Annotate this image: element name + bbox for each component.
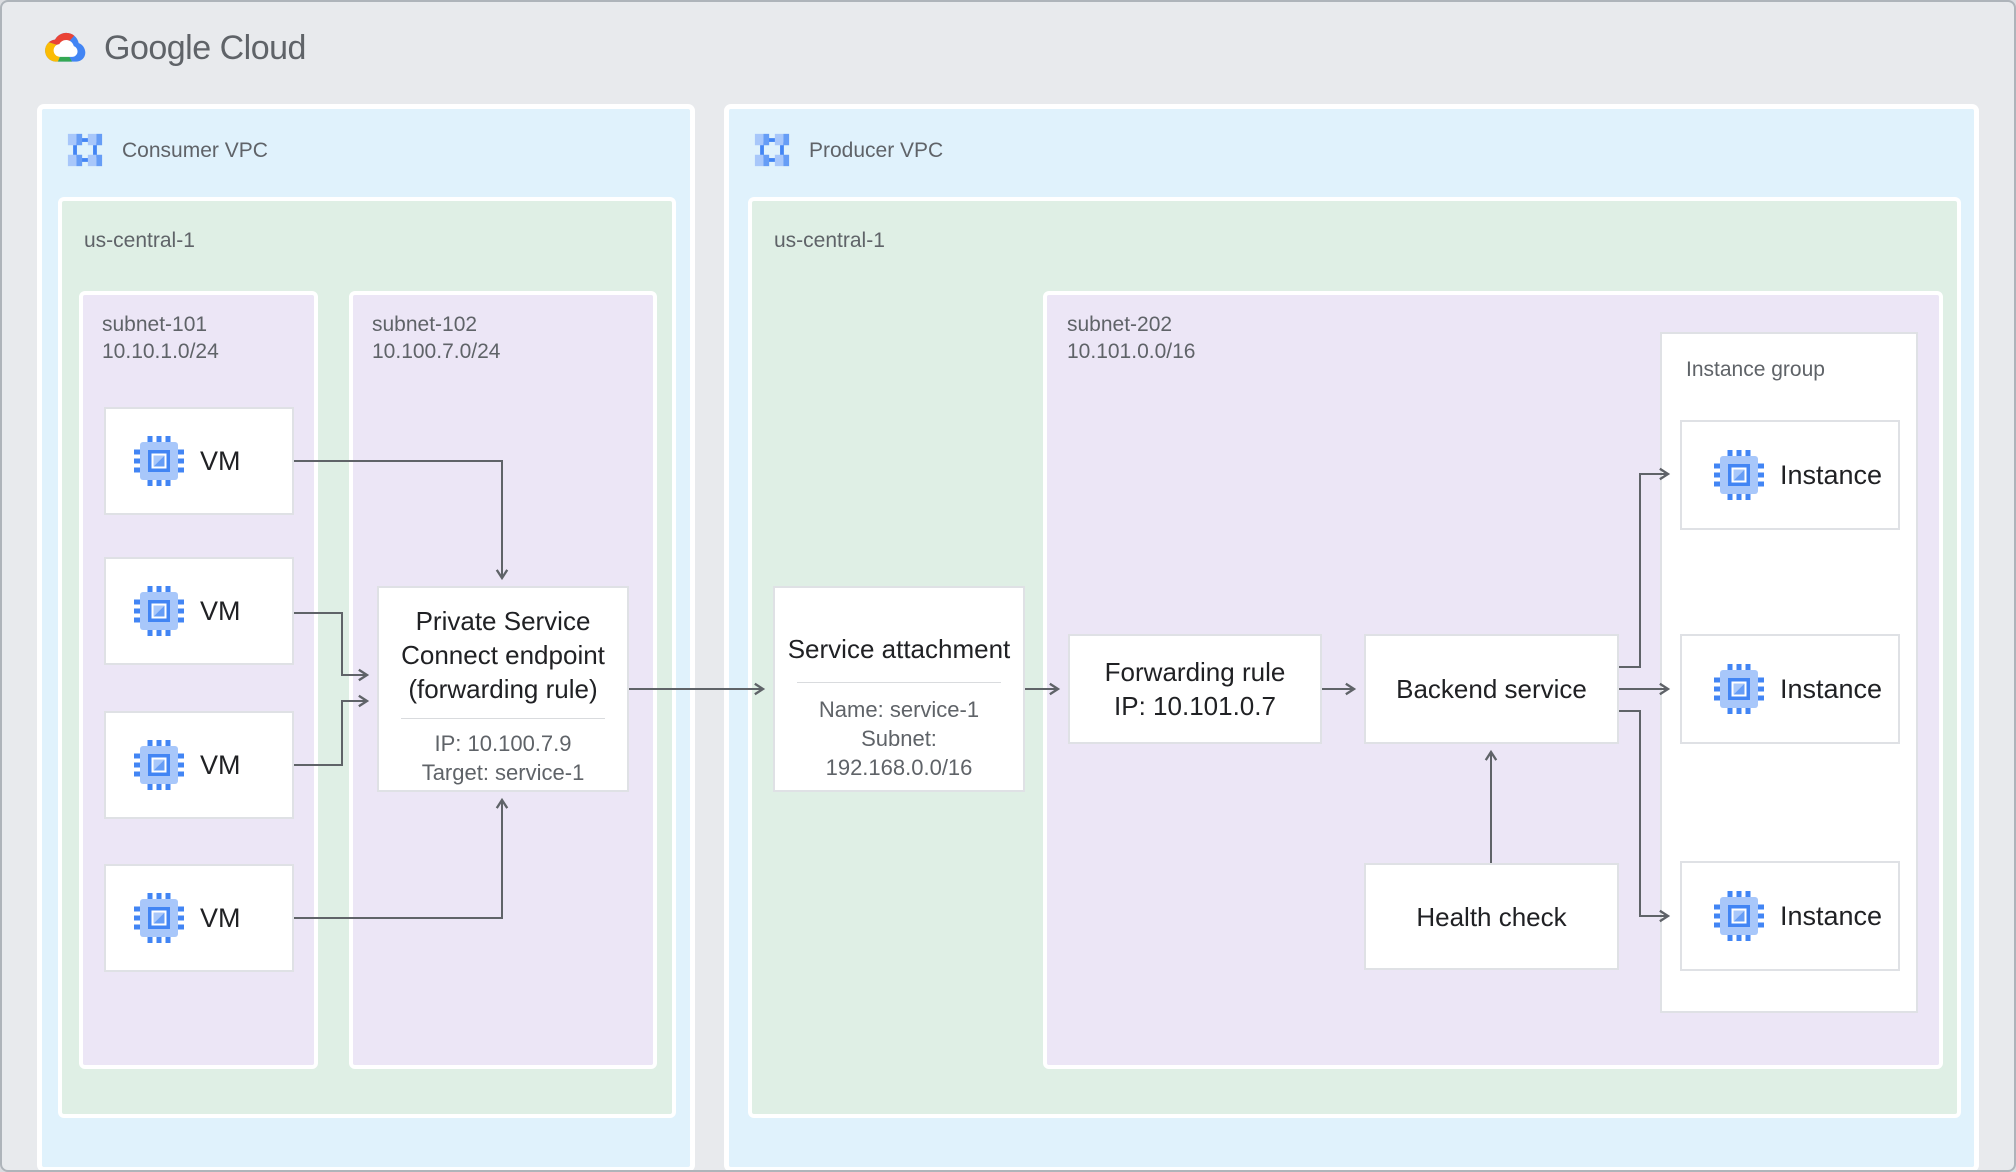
- consumer-vpc-label: Consumer VPC: [122, 138, 268, 162]
- service-attachment-title: Service attachment: [787, 634, 1011, 664]
- compute-engine-icon: [1714, 664, 1764, 714]
- subnet-202-container: subnet-202 10.101.0.0/16 Forwarding rule…: [1043, 291, 1943, 1069]
- instance-label: Instance: [1780, 673, 1883, 704]
- psc-endpoint-title-line: Connect endpoint: [401, 640, 605, 670]
- instance-node: Instance: [1680, 634, 1900, 744]
- subnet-202-name: subnet-202: [1067, 313, 1173, 336]
- psc-endpoint-target: Target: service-1: [421, 760, 585, 785]
- subnet-101-name: subnet-101: [102, 313, 208, 336]
- psc-endpoint-ip: IP: 10.100.7.9: [434, 731, 572, 756]
- subnet-101-cidr: 10.10.1.0/24: [102, 340, 219, 363]
- compute-engine-icon: [134, 740, 184, 790]
- google-cloud-logo-icon: [38, 26, 90, 70]
- vm-label: VM: [200, 749, 241, 780]
- subnet-102-container: subnet-102 10.100.7.0/24 Private Service…: [349, 291, 657, 1069]
- backend-service-node: Backend service: [1364, 634, 1619, 744]
- forwarding-rule-node: Forwarding rule IP: 10.101.0.7: [1068, 634, 1322, 744]
- consumer-region-container: us-central-1 subnet-101 10.10.1.0/24 VM …: [58, 197, 676, 1118]
- consumer-region-label: us-central-1: [84, 229, 195, 252]
- service-attachment-subnet-cidr: 192.168.0.0/16: [825, 755, 973, 780]
- vm-label: VM: [200, 595, 241, 626]
- compute-engine-icon: [134, 586, 184, 636]
- health-check-title: Health check: [1416, 901, 1567, 932]
- subnet-202-label: subnet-202 10.101.0.0/16: [1067, 311, 1195, 365]
- compute-engine-icon: [1714, 891, 1764, 941]
- forwarding-rule-title: Forwarding rule: [1104, 657, 1286, 687]
- backend-service-title: Backend service: [1396, 674, 1587, 704]
- vm-node: VM: [104, 557, 294, 665]
- compute-engine-icon: [134, 893, 184, 943]
- compute-engine-icon: [134, 436, 184, 486]
- producer-vpc-header: Producer VPC: [753, 131, 943, 169]
- psc-endpoint-node: Private Service Connect endpoint (forwar…: [377, 586, 629, 792]
- vpc-icon: [66, 131, 104, 169]
- instance-label: Instance: [1780, 459, 1883, 490]
- subnet-101-container: subnet-101 10.10.1.0/24 VM VM VM V: [79, 291, 318, 1069]
- producer-vpc-label: Producer VPC: [809, 138, 944, 162]
- consumer-vpc-header: Consumer VPC: [66, 131, 268, 169]
- instance-group-label: Instance group: [1686, 358, 1825, 381]
- instance-node: Instance: [1680, 861, 1900, 971]
- divider: [401, 718, 605, 719]
- google-cloud-logo-text: Google Cloud: [104, 28, 306, 67]
- service-attachment-node: Service attachment Name: service-1 Subne…: [773, 586, 1025, 792]
- instance-label: Instance: [1780, 900, 1883, 931]
- vm-node: VM: [104, 407, 294, 515]
- subnet-202-cidr: 10.101.0.0/16: [1067, 340, 1196, 363]
- instance-group-container: Instance group Instance Instance Instanc…: [1660, 332, 1918, 1013]
- vm-node: VM: [104, 711, 294, 819]
- subnet-102-label: subnet-102 10.100.7.0/24: [372, 311, 500, 365]
- vm-label: VM: [200, 445, 241, 476]
- producer-vpc-container: Producer VPC us-central-1 Service attach…: [724, 104, 1979, 1170]
- subnet-102-name: subnet-102: [372, 313, 478, 336]
- psc-endpoint-title-line: (forwarding rule): [408, 674, 598, 704]
- producer-region-label: us-central-1: [774, 229, 885, 252]
- vm-node: VM: [104, 864, 294, 972]
- divider: [797, 682, 1001, 683]
- vm-label: VM: [200, 902, 241, 933]
- consumer-vpc-container: Consumer VPC us-central-1 subnet-101 10.…: [37, 104, 695, 1170]
- subnet-101-label: subnet-101 10.10.1.0/24: [102, 311, 219, 365]
- compute-engine-icon: [1714, 450, 1764, 500]
- instance-node: Instance: [1680, 420, 1900, 530]
- health-check-node: Health check: [1364, 863, 1619, 970]
- service-attachment-name: Name: service-1: [818, 697, 980, 722]
- subnet-102-cidr: 10.100.7.0/24: [372, 340, 501, 363]
- forwarding-rule-ip: IP: 10.101.0.7: [1114, 691, 1276, 721]
- producer-region-container: us-central-1 Service attachment Name: se…: [748, 197, 1961, 1118]
- psc-endpoint-title-line: Private Service: [415, 606, 591, 636]
- google-cloud-logo: Google Cloud: [38, 26, 306, 70]
- vpc-icon: [753, 131, 791, 169]
- service-attachment-subnet-label: Subnet:: [861, 726, 937, 751]
